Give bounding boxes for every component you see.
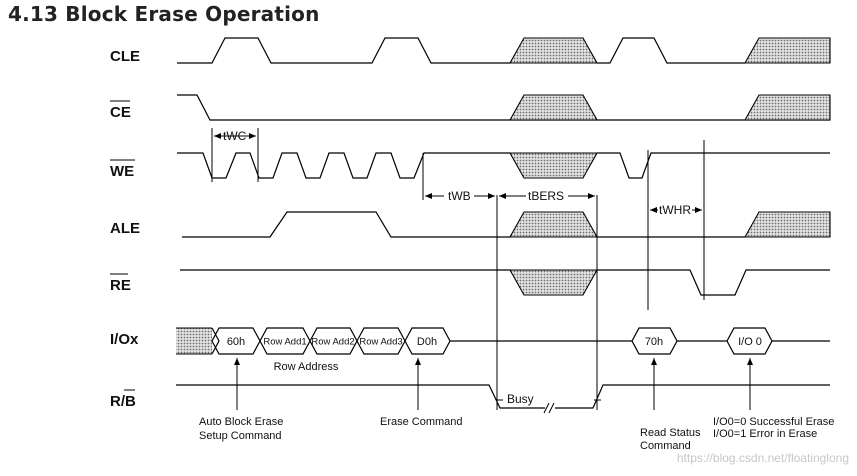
auto-erase-note-line2: Setup Command [199,430,282,442]
ale-waveform [182,211,831,238]
erase-command-note: Erase Command [380,416,463,428]
twhr-dimension: tWHR [650,203,702,217]
tbers-label: tBERS [528,189,564,203]
twb-label: tWB [448,189,471,203]
cle-waveform [177,37,831,64]
rb-label: R/B [110,393,136,410]
tbers-dimension: tBERS [499,189,595,203]
io-row-add2: Row Add2 [311,337,354,348]
io-row-add3: Row Add3 [359,337,402,348]
auto-erase-note-line1: Auto Block Erase [199,416,283,428]
re-waveform [180,269,830,296]
we-label: WE [110,163,134,180]
io0-note-line2: I/O0=1 Error in Erase [713,428,817,440]
io-cmd-60h: 60h [227,336,245,348]
twc-label: tWC [223,129,247,143]
page-title: 4.13 Block Erase Operation [8,2,320,26]
twb-dimension: tWB [425,189,495,203]
io0-note-line1: I/O0=0 Successful Erase [713,416,834,428]
timing-reference-lines [422,140,705,410]
annotation-arrows [234,358,753,410]
re-label: RE [110,277,131,294]
ce-waveform [177,94,831,121]
read-status-note-line1: Read Status [640,427,701,439]
we-waveform [177,152,830,179]
io-row-add1: Row Add1 [263,337,306,348]
io-cmd-d0h: D0h [417,336,437,348]
rb-waveform [176,384,830,414]
watermark: https://blog.csdn.net/floatinglong [677,451,849,465]
ce-label: CE [110,104,131,121]
busy-label: Busy [507,392,534,406]
read-status-note-line2: Command [640,440,691,452]
io-bus [176,327,830,355]
ale-label: ALE [110,220,140,237]
twc-dimension: tWC [211,128,259,182]
io-label: I/Ox [110,331,139,348]
io-cmd-70h: 70h [645,336,663,348]
twhr-label: tWHR [659,203,691,217]
row-address-label: Row Address [274,361,339,373]
io-io0: I/O 0 [738,336,762,348]
cle-label: CLE [110,48,140,65]
